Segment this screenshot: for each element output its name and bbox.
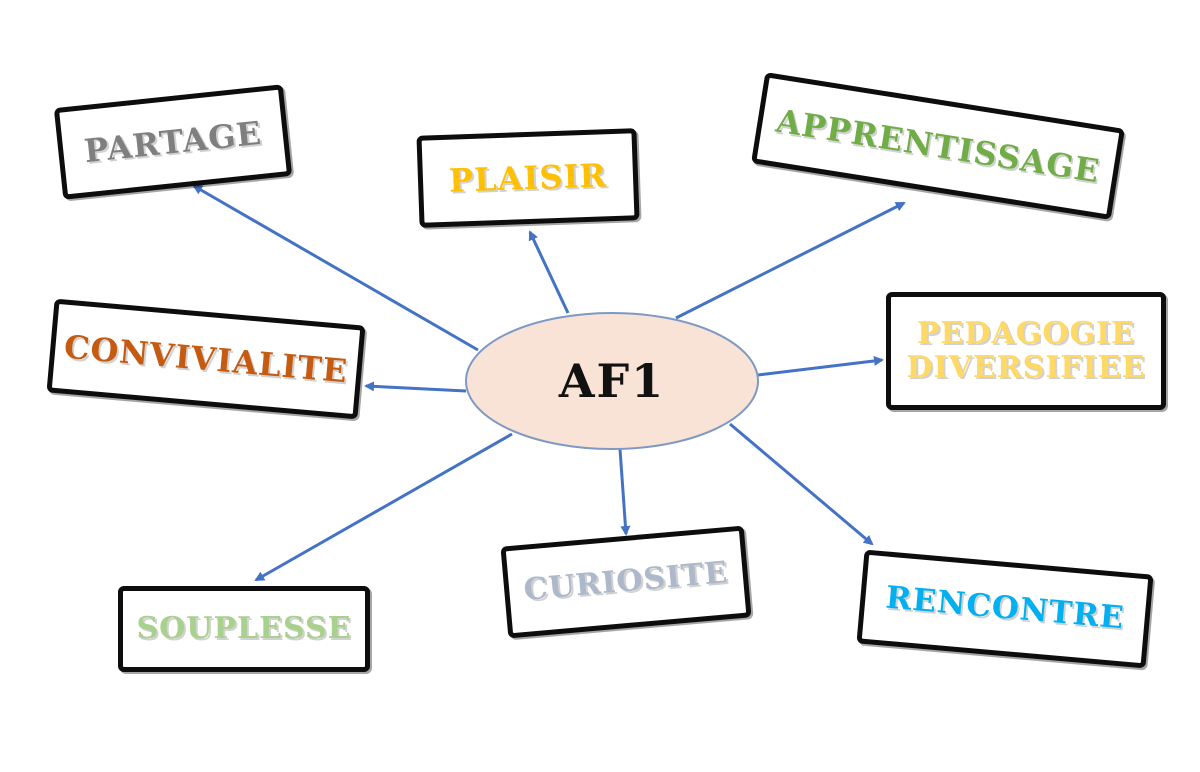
node-plaisir: PLAISIR [416,128,640,228]
center-node: AF1 [466,313,758,449]
arrow-to-convivialite [364,381,467,393]
center-label: AF1 [558,354,666,408]
node-label-convivialite: CONVIVIALITE [62,327,350,390]
arrow-to-souplesse [254,432,513,582]
node-label-rencontre: RENCONTRE [884,579,1126,637]
arrow-to-plaisir [528,230,570,314]
node-pedagogie-diversifiee: PEDAGOGIE DIVERSIFIEE [886,292,1166,410]
node-label-plaisir: PLAISIR [448,155,608,200]
node-label-souplesse: SOUPLESSE [136,610,352,646]
node-label-diversifiee: DIVERSIFIEE [906,350,1146,385]
node-souplesse: SOUPLESSE [118,586,370,672]
center-ellipse [465,312,759,450]
arrow-to-apprentissage [675,201,906,320]
arrow-to-pedagogie-diversifiee [757,355,884,377]
node-label-partage: PARTAGE [82,113,264,170]
node-label-pedagogie: PEDAGOGIE [917,315,1135,351]
arrow-to-rencontre [729,422,874,546]
node-label-curiosite: CURIOSITE [522,554,730,608]
arrow-to-curiosite [618,448,631,536]
arrow-to-partage [192,184,479,352]
